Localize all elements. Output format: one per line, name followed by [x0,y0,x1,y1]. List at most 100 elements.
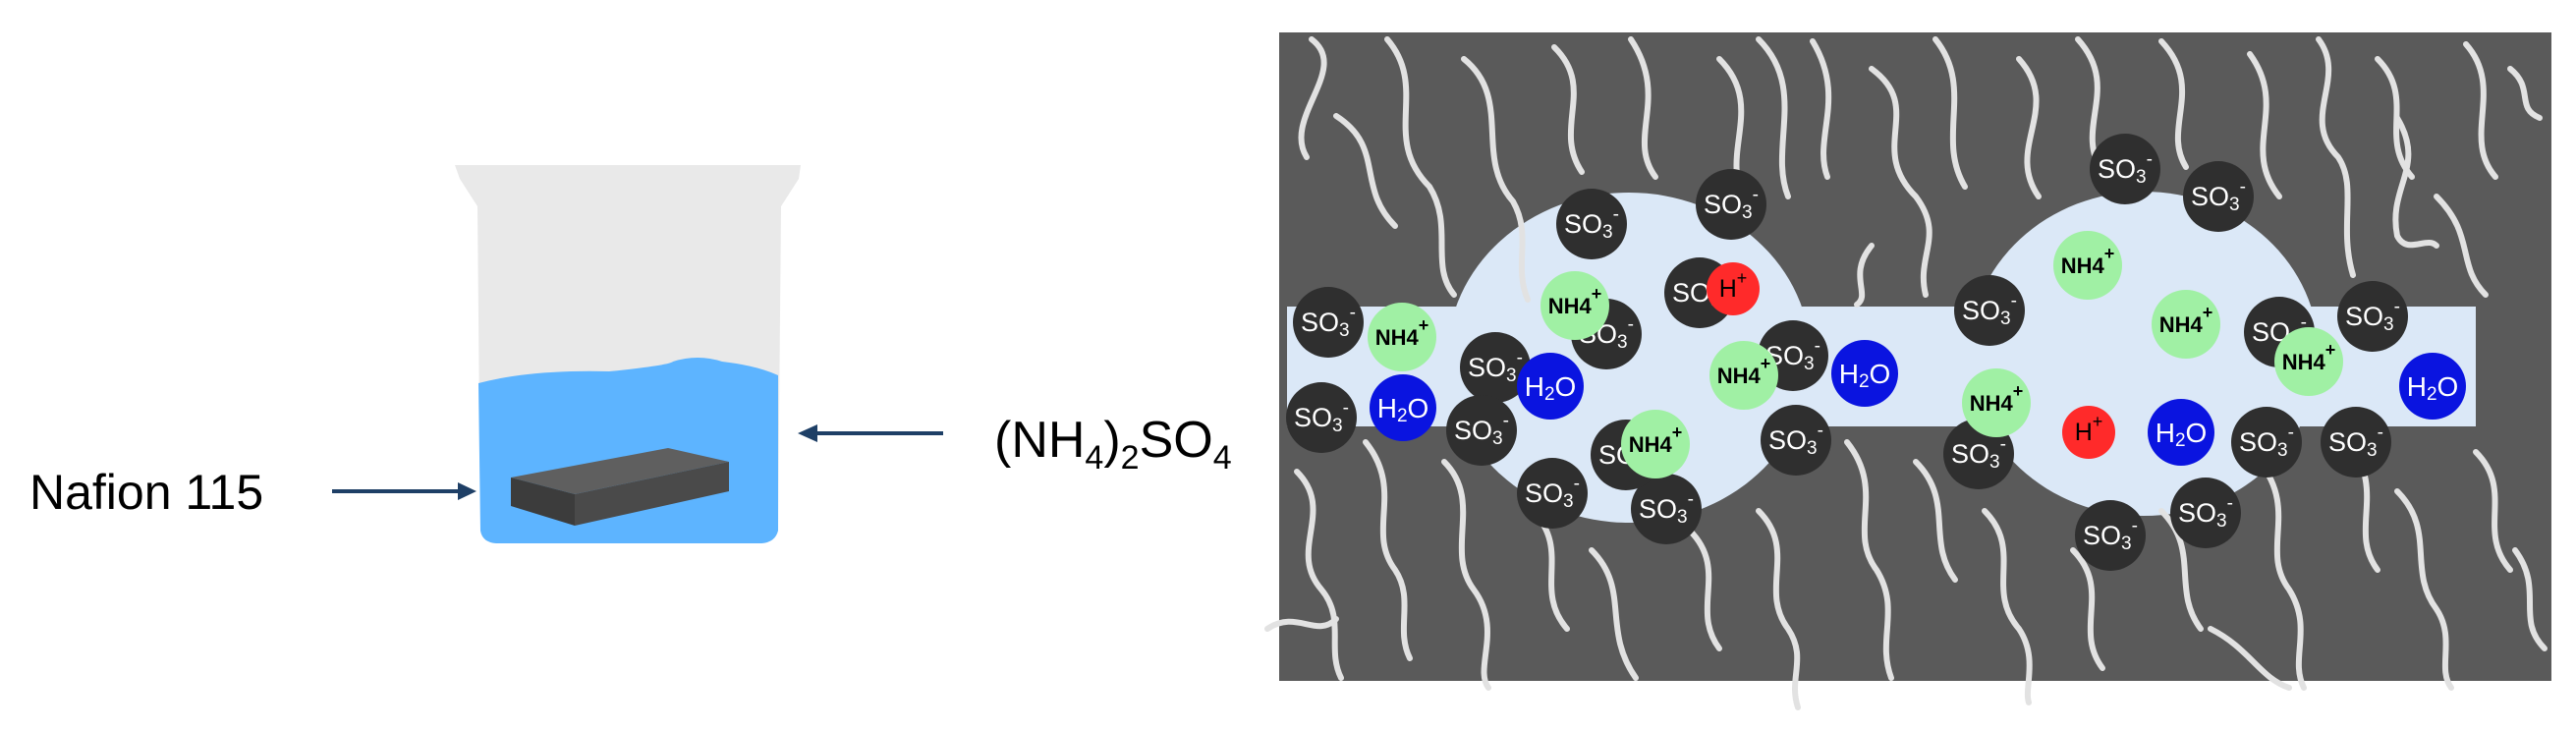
sulfonate-circle [1954,275,2025,346]
polymer-chain [2463,41,2498,180]
beaker [455,165,801,543]
polymer-chain [1687,528,1722,651]
polymer-chain [1854,243,1875,308]
sulfonate-label: SO3- [2239,422,2294,461]
sulfonate-circle [1696,169,1766,240]
sulfonate-circle [1556,189,1627,259]
solution-arrow [798,424,943,442]
solution-label: (NH4)2SO4 [994,412,1232,477]
polymer-chain [2016,56,2042,199]
ammonium-circle [1540,271,1609,340]
ammonium-label: NH4+ [1970,381,2024,416]
polymer-chain [1441,459,1491,691]
water-label: H2O [1839,359,1891,392]
sulfonate-group: SO3- [2321,407,2391,478]
ammonium-ion: NH4+ [1709,341,1778,410]
polymer-chain [1982,508,2033,705]
polymer-chain [2316,36,2356,278]
water-molecule: H2O [1517,353,1584,420]
sulfonate-group: SO3- [1954,275,2025,346]
polymer-chain [1551,44,1585,175]
polymer-chain [1461,56,1531,303]
polymer-chain [2247,51,2282,199]
sulfonate-label: SO3- [1454,411,1509,449]
sulfonate-group: SO3- [1556,189,1627,259]
nafion-membrane-piece [511,448,729,526]
sulfonate-circle [1293,287,1364,358]
water-molecule: H2O [2399,353,2466,420]
ammonium-label: NH4+ [1629,422,1683,457]
ammonium-circle [2053,231,2122,300]
polymer-chain [2257,459,2307,691]
sulfonate-group: SO3- [1293,287,1364,358]
sulfonate-label: SO3- [1768,421,1823,459]
water-circle [2399,353,2466,420]
ammonium-ion: NH4+ [1540,271,1609,340]
sulfonate-circle [1761,405,1831,476]
ammonium-circle [2274,327,2343,396]
polymer-chain [1756,508,1801,710]
ammonium-circle [1962,368,2031,437]
polymer-chain [2507,66,2543,121]
sulfonate-group: SO3- [1761,405,1831,476]
sulfonate-circle [2337,281,2408,352]
water-molecule: H2O [2148,399,2214,466]
sulfonate-label: SO3- [2191,177,2246,215]
water-label: H2O [1525,371,1577,405]
ammonium-circle [1621,410,1690,478]
water-molecule: H2O [1370,374,1436,441]
ions: SO3-SO3-SO3-SO3-SO3-SO3-SO3-SO3-SO3-SO3-… [1286,134,2466,571]
water-circle [1831,340,1898,407]
proton-circle [1707,262,1760,315]
polymer-chain [1844,439,1894,681]
sulfonate-circle [2231,407,2302,478]
polymer-chain [1589,547,1639,681]
ammonium-ion: NH4+ [2274,327,2343,396]
proton-label: H+ [1719,268,1748,303]
water-label: H2O [2407,371,2459,405]
sulfonate-group: SO3- [1631,474,1702,544]
sulfonate-circle [2090,134,2160,204]
polymer-chain [1913,459,1958,583]
proton-circle [2062,406,2115,459]
sulfonate-circle [1460,332,1531,403]
sulfonate-group: SO3- [1286,382,1357,453]
membrane-label: Nafion 115 [29,465,263,520]
ammonium-ion: NH4+ [1621,410,1690,478]
sulfonate-label: SO3- [1951,434,2006,473]
polymer-chain [2392,115,2439,249]
membrane-arrow [332,482,476,500]
ammonium-label: NH4+ [2061,244,2115,278]
nafion-microstructure: SO3-SO3-SO3-SO3-SO3-SO3-SO3-SO3-SO3-SO3-… [1264,32,2551,710]
sulfonate-group: SO3- [2090,134,2160,204]
water-circle [2148,399,2214,466]
sulfonate-group: SO3- [2183,161,2254,232]
water-circle [1370,374,1436,441]
sulfonate-label: SO3- [2178,493,2233,532]
sulfonate-circle [2183,161,2254,232]
beaker-solution [478,358,778,543]
polymer-chain [1628,36,1658,180]
polymer-chain [2434,194,2489,298]
polymer-chain [2394,488,2454,691]
ammonium-ion: NH4+ [2152,290,2220,359]
ammonium-label: NH4+ [1717,354,1771,388]
polymer-chain [1932,36,1968,190]
sulfonate-group: SO3- [1460,332,1531,403]
polymer-chain [1756,36,1791,199]
sulfonate-label: SO3- [1525,474,1580,512]
polymer-chain [1294,469,1344,681]
polymer-chain [2208,626,2292,691]
sulfonate-circle [2170,478,2241,548]
ammonium-label: NH4+ [2282,340,2336,374]
sulfonate-group: SO3- [2231,407,2302,478]
polymer-chain [1298,36,1327,160]
ammonium-label: NH4+ [1375,315,1429,350]
ammonium-circle [2152,290,2220,359]
sulfonate-circle [1517,458,1588,529]
sulfonate-label: SO3- [1639,489,1694,528]
polymer-chain [1810,38,1832,180]
sulfonate-label: SO3- [1962,291,2017,329]
ammonium-circle [1368,303,1436,371]
sulfonate-label: SO3- [2345,297,2400,335]
